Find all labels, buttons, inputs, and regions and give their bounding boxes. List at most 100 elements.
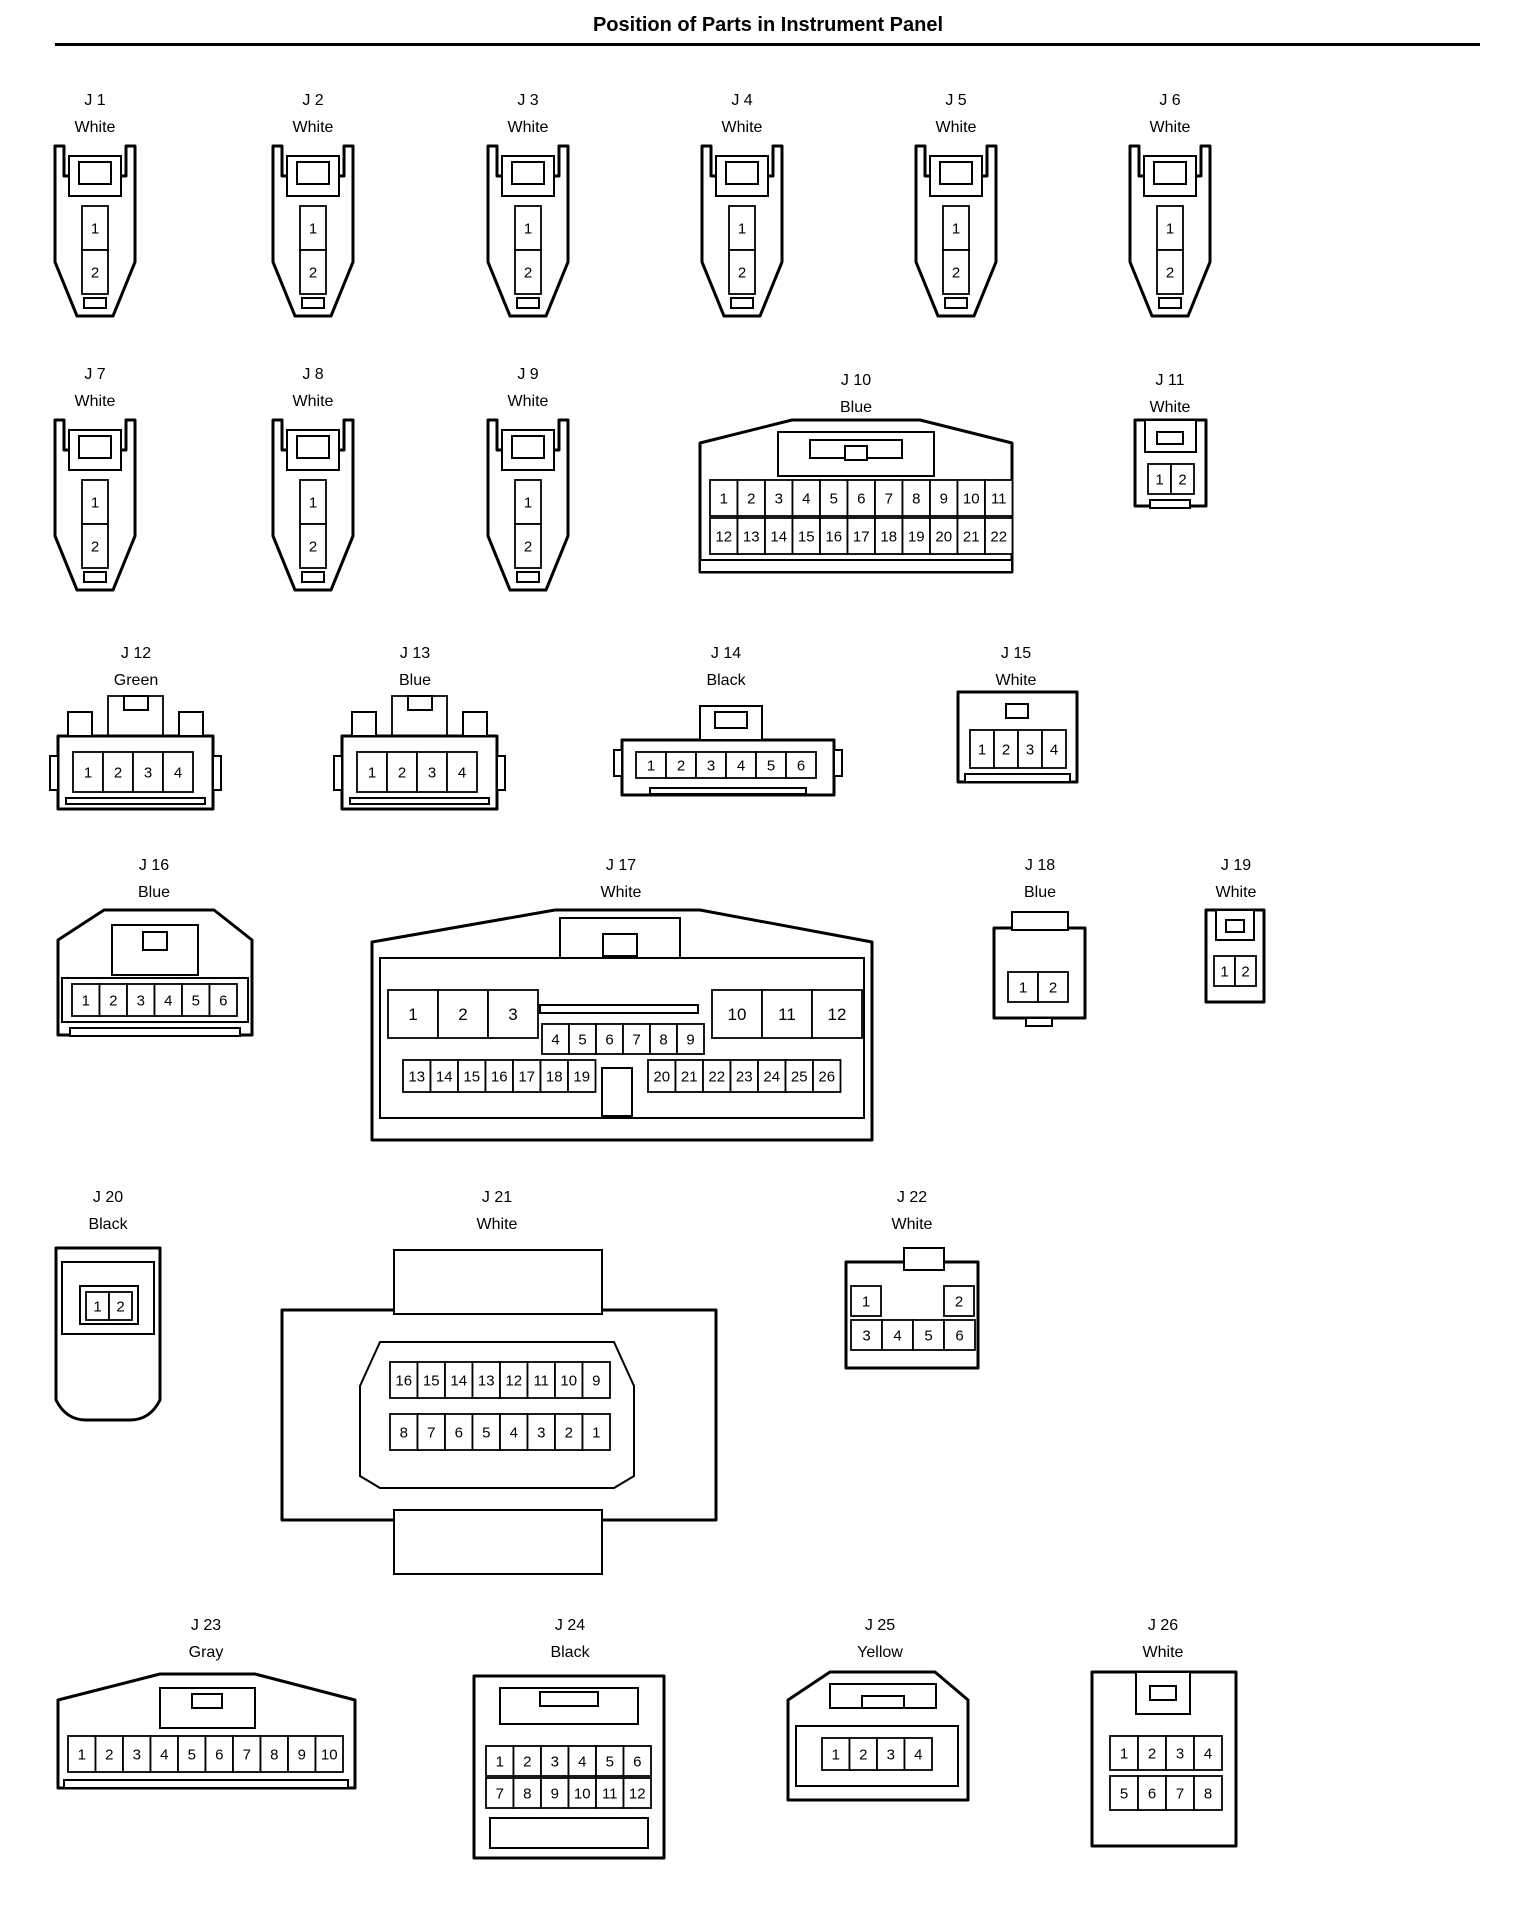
connector-id: J 22 xyxy=(897,1189,927,1206)
pin-label: 3 xyxy=(537,1424,545,1441)
connector-color: White xyxy=(1216,884,1257,901)
pin-label: 2 xyxy=(458,1005,467,1024)
pin-label: 7 xyxy=(885,490,893,507)
pin-label: 14 xyxy=(770,528,787,545)
pin-label: 14 xyxy=(450,1372,467,1389)
pin-label: 8 xyxy=(523,1785,531,1802)
pin-label: 9 xyxy=(298,1746,306,1763)
pin-label: 4 xyxy=(578,1753,586,1770)
pin-label: 13 xyxy=(743,528,760,545)
pin-label: 4 xyxy=(737,757,745,774)
pin-label: 3 xyxy=(144,764,152,781)
pin-label: 3 xyxy=(1176,1745,1184,1762)
pin-label: 12 xyxy=(715,528,732,545)
pin-label: 1 xyxy=(862,1293,870,1310)
connector-id: J 25 xyxy=(865,1617,895,1634)
pin-label: 18 xyxy=(546,1068,563,1085)
connector-id: J 3 xyxy=(517,92,538,109)
connector-id: J 1 xyxy=(84,92,105,109)
pin-label: 8 xyxy=(912,490,920,507)
connector-id: J 14 xyxy=(711,645,741,662)
connector-color: Blue xyxy=(840,399,872,416)
pin-label: 1 xyxy=(524,494,532,511)
pin-label: 2 xyxy=(565,1424,573,1441)
pin-label: 1 xyxy=(978,741,986,758)
pin-label: 13 xyxy=(408,1068,425,1085)
pin-label: 1 xyxy=(93,1298,101,1315)
connector-color: White xyxy=(508,393,549,410)
pin-label: 4 xyxy=(1050,741,1058,758)
connector-color: Green xyxy=(114,672,158,689)
pin-label: 4 xyxy=(160,1746,168,1763)
pin-label: 4 xyxy=(174,764,182,781)
pin-label: 6 xyxy=(797,757,805,774)
pin-label: 10 xyxy=(963,490,980,507)
pin-label: 1 xyxy=(738,220,746,237)
pin-label: 3 xyxy=(133,1746,141,1763)
pin-label: 2 xyxy=(859,1746,867,1763)
connector-id: J 18 xyxy=(1025,857,1055,874)
pin-label: 11 xyxy=(778,1005,796,1024)
pin-label: 2 xyxy=(91,264,99,281)
pin-label: 1 xyxy=(91,220,99,237)
pin-label: 2 xyxy=(1049,979,1057,996)
connector-color: White xyxy=(1143,1644,1184,1661)
pin-label: 2 xyxy=(116,1298,124,1315)
pin-label: 22 xyxy=(990,528,1007,545)
connector-color: White xyxy=(601,884,642,901)
connector-color: White xyxy=(1150,119,1191,136)
pin-label: 7 xyxy=(632,1031,640,1048)
connector-id: J 17 xyxy=(606,857,636,874)
pin-label: 2 xyxy=(309,538,317,555)
connector-color: Blue xyxy=(1024,884,1056,901)
pin-label: 2 xyxy=(524,264,532,281)
pin-label: 1 xyxy=(91,494,99,511)
connector-id: J 26 xyxy=(1148,1617,1178,1634)
pin-label: 2 xyxy=(1178,471,1186,488)
pin-label: 19 xyxy=(573,1068,590,1085)
pin-label: 2 xyxy=(955,1293,963,1310)
connector-id: J 4 xyxy=(731,92,752,109)
connector-color: White xyxy=(75,393,116,410)
pin-label: 1 xyxy=(952,220,960,237)
connector-color: Gray xyxy=(189,1644,224,1661)
title-underline xyxy=(55,43,1480,46)
pin-label: 3 xyxy=(775,490,783,507)
pin-label: 21 xyxy=(681,1068,698,1085)
pin-label: 15 xyxy=(423,1372,440,1389)
pin-label: 4 xyxy=(458,764,466,781)
pin-label: 8 xyxy=(659,1031,667,1048)
connector-id: J 23 xyxy=(191,1617,221,1634)
pin-label: 22 xyxy=(708,1068,725,1085)
pin-label: 2 xyxy=(105,1746,113,1763)
pin-label: 4 xyxy=(914,1746,922,1763)
pin-label: 9 xyxy=(940,490,948,507)
pin-label: 10 xyxy=(574,1785,591,1802)
pin-label: 1 xyxy=(647,757,655,774)
pin-label: 1 xyxy=(1120,1745,1128,1762)
pin-label: 4 xyxy=(1204,1745,1212,1762)
connector-id: J 10 xyxy=(841,372,871,389)
pin-label: 1 xyxy=(309,494,317,511)
connector-id: J 24 xyxy=(555,1617,585,1634)
pin-label: 2 xyxy=(524,538,532,555)
connector-id: J 5 xyxy=(945,92,966,109)
connector-color: White xyxy=(996,672,1037,689)
pin-label: 6 xyxy=(955,1327,963,1344)
connector-color: White xyxy=(508,119,549,136)
pin-label: 11 xyxy=(602,1785,618,1802)
connector-id: J 21 xyxy=(482,1189,512,1206)
pin-label: 12 xyxy=(505,1372,522,1389)
pin-label: 2 xyxy=(398,764,406,781)
pin-label: 1 xyxy=(368,764,376,781)
pin-label: 10 xyxy=(728,1005,747,1024)
